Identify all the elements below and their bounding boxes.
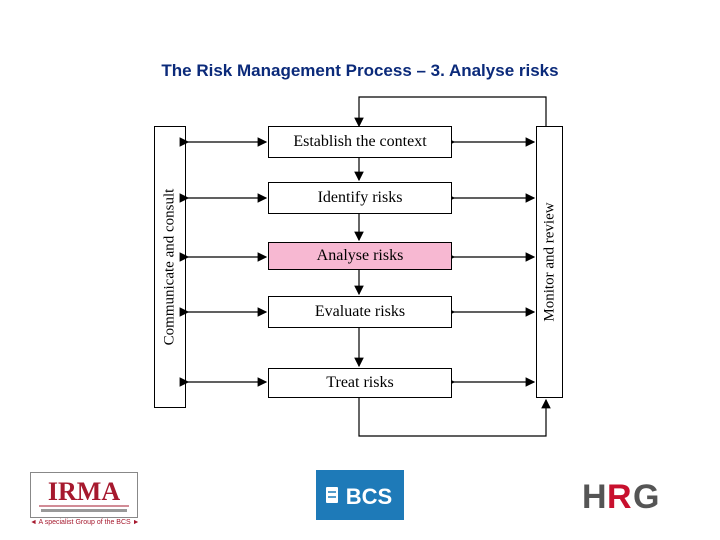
- bcs-logo-graphic: BCS: [326, 484, 392, 509]
- irma-logo-graphic: IRMA: [39, 477, 129, 512]
- hrg-logo: H R G: [578, 472, 674, 516]
- bcs-logo: BCS: [316, 470, 404, 520]
- hrg-logo-r: R: [607, 478, 632, 516]
- page-title: The Risk Management Process – 3. Analyse…: [161, 61, 559, 80]
- step-evaluate-risks: Evaluate risks: [268, 296, 452, 328]
- hrg-logo-h: H: [582, 478, 607, 516]
- irma-logo-text: IRMA: [48, 477, 120, 506]
- monitor-review-bar: Monitor and review: [536, 126, 563, 398]
- communicate-consult-bar: Communicate and consult: [154, 126, 186, 408]
- step-analyse-risks: Analyse risks: [268, 242, 452, 270]
- bcs-logo-text: BCS: [346, 484, 392, 509]
- step-establish-context: Establish the context: [268, 126, 452, 158]
- irma-tagline: ◄ A specialist Group of the BCS ►: [30, 519, 140, 526]
- hrg-logo-graphic: H R G: [582, 478, 659, 516]
- step-treat-risks: Treat risks: [268, 368, 452, 398]
- irma-logo: IRMA: [30, 472, 138, 518]
- hrg-logo-g: G: [633, 478, 659, 516]
- step-identify-risks: Identify risks: [268, 182, 452, 214]
